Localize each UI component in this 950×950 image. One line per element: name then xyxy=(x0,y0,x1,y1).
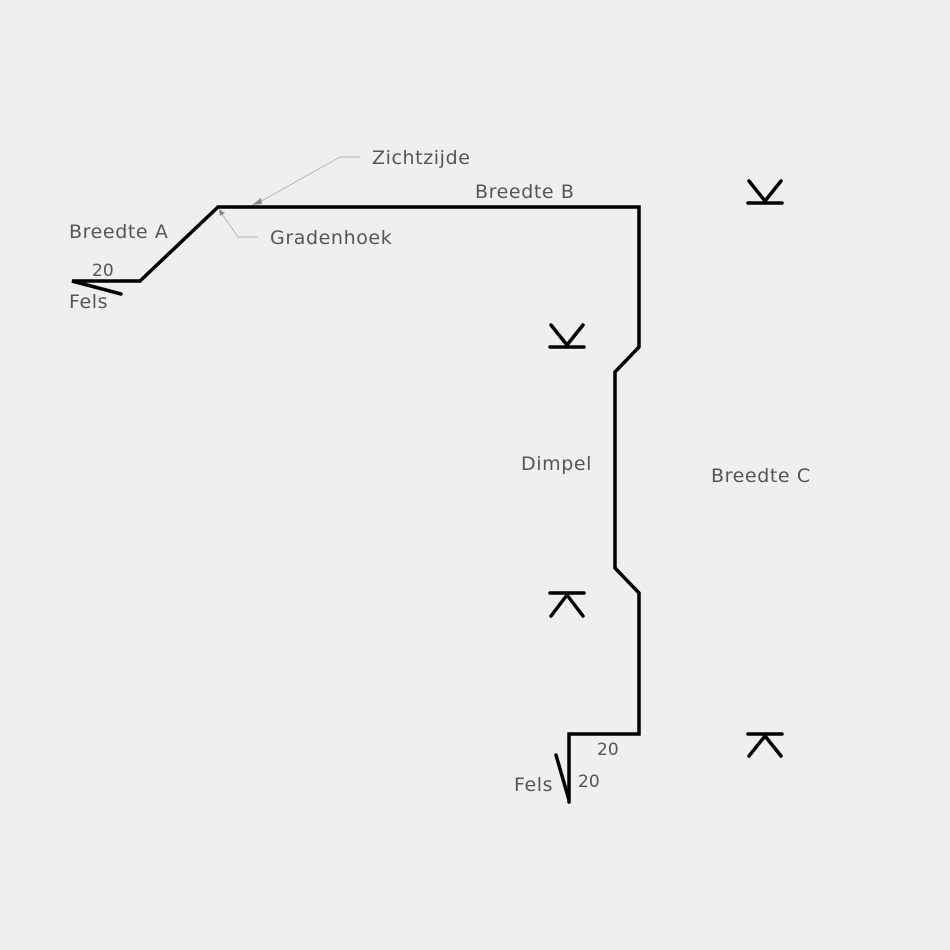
direction-symbol-dimple-lower xyxy=(548,591,586,618)
angle-label: Gradenhoek xyxy=(270,227,392,249)
direction-symbol-top-right xyxy=(746,179,784,205)
profile-line xyxy=(138,205,641,804)
width-a-label: Breedte A xyxy=(69,221,168,243)
width-c-label: Breedte C xyxy=(711,465,811,487)
seam-end-dimension: 20 xyxy=(578,772,600,792)
visible-side-leader xyxy=(252,156,360,205)
end-flange-dimension: 20 xyxy=(597,740,619,760)
angle-leader xyxy=(219,209,258,238)
dimple-label: Dimpel xyxy=(521,453,592,475)
direction-symbol-bottom-right xyxy=(746,732,784,758)
seam-start-dimension: 20 xyxy=(92,261,114,281)
seam-start-label: Fels xyxy=(69,291,108,313)
direction-symbol-dimple-upper xyxy=(548,323,586,349)
seam-start-fold xyxy=(71,279,142,296)
visible-side-label: Zichtzijde xyxy=(372,147,471,169)
width-b-label: Breedte B xyxy=(475,181,574,203)
seam-end-label: Fels xyxy=(514,774,553,796)
seam-end-fold xyxy=(554,753,571,802)
